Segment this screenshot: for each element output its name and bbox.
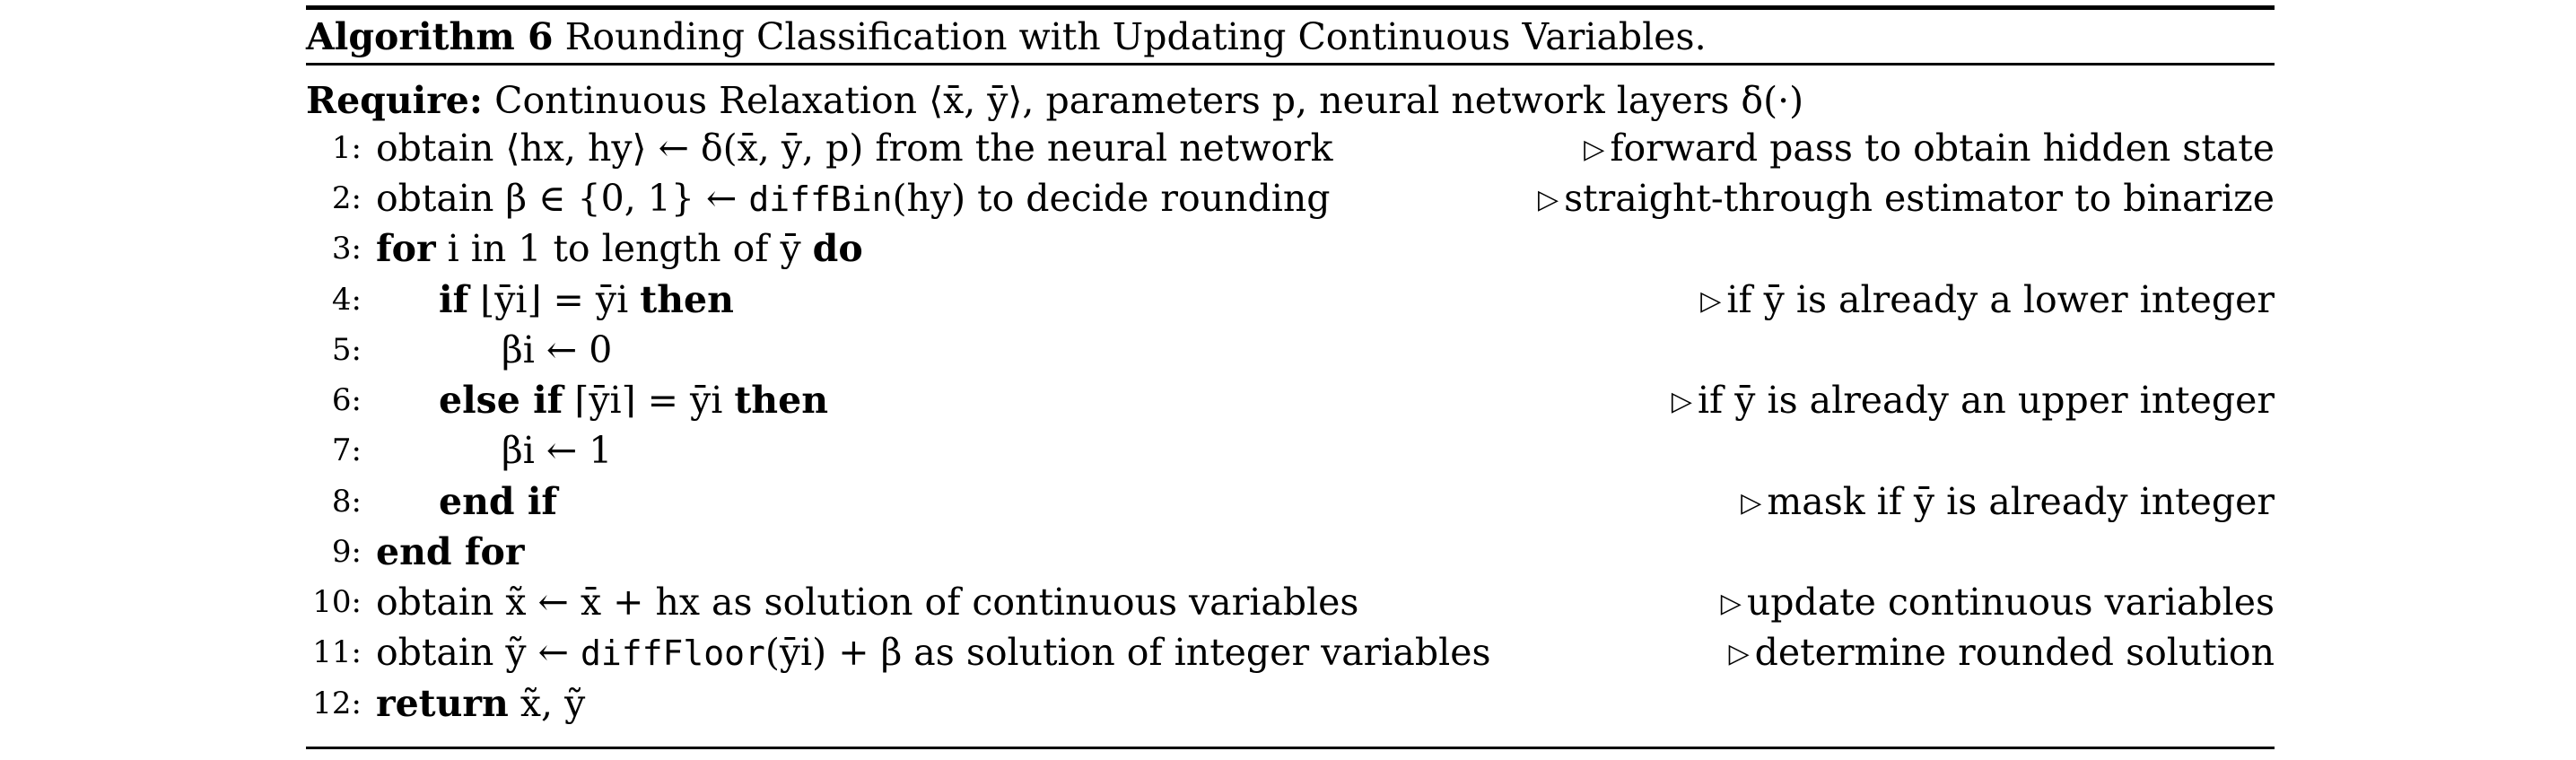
line-comment: ▷update continuous variables (1720, 581, 2275, 624)
line-number: 12: (312, 686, 362, 721)
line-comment: ▷determine rounded solution (1728, 631, 2275, 674)
require-text: Continuous Relaxation ⟨x̄, ȳ⟩, parameter… (494, 79, 1804, 122)
line-code: βi ← 0 (502, 328, 613, 371)
line-number: 11: (312, 634, 362, 670)
line-code: obtain x̃ ← x̄ + hx as solution of conti… (376, 581, 1359, 624)
algorithm-line-5: 5: βi ← 0 (306, 325, 2275, 375)
line-comment: ▷if ȳ is already an upper integer (1671, 379, 2275, 422)
line-code: end if (439, 480, 558, 523)
comment-triangle-icon: ▷ (1584, 134, 1605, 165)
line-number: 8: (331, 484, 362, 520)
line-number: 1: (331, 130, 362, 166)
line-number: 3: (331, 231, 362, 266)
line-comment: ▷mask if ȳ is already integer (1741, 480, 2275, 523)
line-number: 7: (331, 432, 362, 468)
diffbin-function: diffBin (748, 179, 893, 219)
line-code: end for (376, 530, 525, 573)
require-line: Require: Continuous Relaxation ⟨x̄, ȳ⟩, … (306, 75, 2275, 126)
line-number: 9: (331, 534, 362, 570)
algorithm-line-10: 10: obtain x̃ ← x̄ + hx as solution of c… (306, 577, 2275, 627)
comment-triangle-icon: ▷ (1741, 487, 1762, 519)
algorithm-line-8: 8: end if ▷mask if ȳ is already integer (306, 476, 2275, 527)
caption-title: Rounding Classification with Updating Co… (564, 15, 1707, 58)
algorithm-line-2: 2: obtain β ∈ {0, 1} ← diffBin(hy) to de… (306, 173, 2275, 223)
line-comment: ▷forward pass to obtain hidden state (1584, 127, 2275, 170)
algorithm-line-6: 6: else if ⌈ȳi⌉ = ȳi then ▷if ȳ is alrea… (306, 375, 2275, 425)
algorithm-line-7: 7: βi ← 1 (306, 425, 2275, 476)
algorithm-line-12: 12: return x̃, ỹ (306, 678, 2275, 729)
line-number: 2: (331, 180, 362, 216)
line-code: obtain ⟨hx, hy⟩ ← δ(x̄, ȳ, p) from the n… (376, 127, 1333, 170)
caption-rule (306, 63, 2275, 66)
bottom-rule (306, 747, 2275, 749)
comment-triangle-icon: ▷ (1538, 184, 1559, 215)
comment-triangle-icon: ▷ (1728, 638, 1750, 669)
comment-triangle-icon: ▷ (1720, 588, 1742, 619)
line-code: obtain β ∈ {0, 1} ← diffBin(hy) to decid… (376, 177, 1331, 220)
line-code: if ⌊ȳi⌋ = ȳi then (439, 278, 734, 321)
comment-triangle-icon: ▷ (1671, 386, 1692, 417)
line-number: 10: (312, 584, 362, 620)
line-code: for i in 1 to length of ȳ do (376, 227, 863, 270)
algorithm-caption: Algorithm 6 Rounding Classification with… (306, 13, 1707, 61)
algorithm-line-1: 1: obtain ⟨hx, hy⟩ ← δ(x̄, ȳ, p) from th… (306, 123, 2275, 173)
line-comment: ▷straight-through estimator to binarize (1538, 177, 2275, 220)
line-code: obtain ỹ ← diffFloor(ȳi) + β as solution… (376, 631, 1491, 674)
line-code: else if ⌈ȳi⌉ = ȳi then (439, 379, 829, 422)
algorithm-block: Algorithm 6 Rounding Classification with… (306, 0, 2275, 760)
line-number: 5: (331, 332, 362, 368)
algorithm-line-4: 4: if ⌊ȳi⌋ = ȳi then ▷if ȳ is already a … (306, 275, 2275, 325)
algorithm-line-11: 11: obtain ỹ ← diffFloor(ȳi) + β as solu… (306, 627, 2275, 677)
line-comment: ▷if ȳ is already a lower integer (1700, 278, 2275, 321)
difffloor-function: diffFloor (580, 633, 765, 673)
algorithm-line-9: 9: end for (306, 527, 2275, 577)
algorithm-line-3: 3: for i in 1 to length of ȳ do (306, 223, 2275, 274)
caption-label: Algorithm 6 (306, 15, 554, 58)
line-code: return x̃, ỹ (376, 682, 586, 725)
comment-triangle-icon: ▷ (1700, 285, 1722, 317)
top-rule (306, 5, 2275, 10)
require-keyword: Require: (306, 79, 484, 122)
line-number: 6: (331, 382, 362, 418)
line-number: 4: (331, 282, 362, 318)
line-code: βi ← 1 (502, 429, 613, 472)
